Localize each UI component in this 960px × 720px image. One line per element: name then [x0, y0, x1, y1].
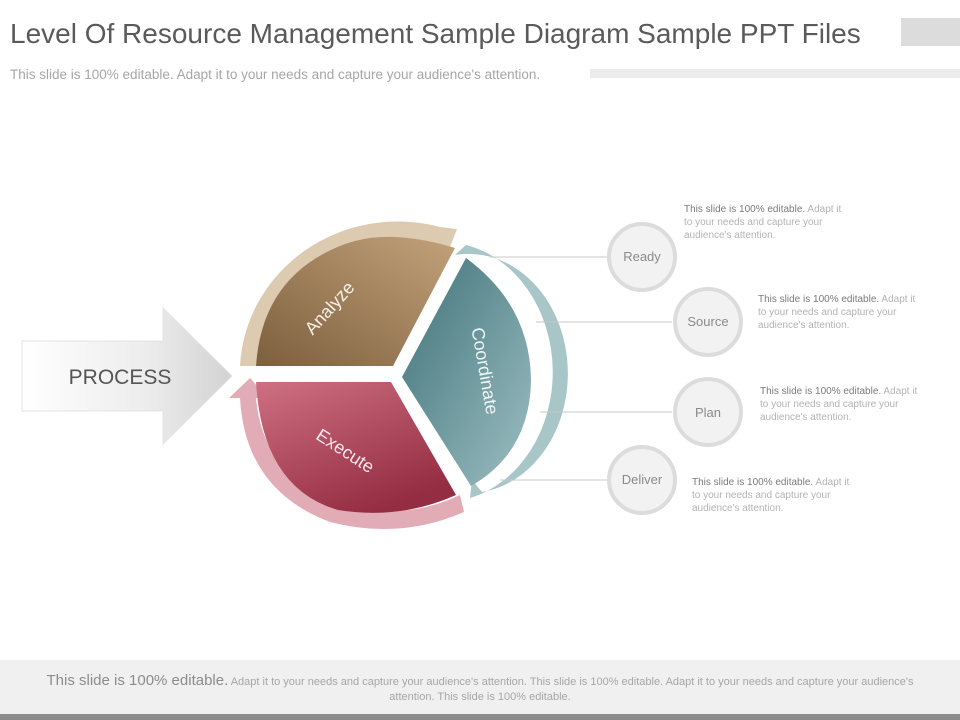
process-label: PROCESS	[69, 366, 172, 389]
coordinate-segment	[402, 258, 531, 486]
source-label: Source	[687, 314, 728, 329]
execute-ring-arrow	[229, 378, 464, 530]
source-description-rest: Adapt it to your needs and capture your …	[758, 294, 916, 331]
plan-label: Plan	[695, 405, 721, 420]
slide-subtitle: This slide is 100% editable. Adapt it to…	[10, 67, 541, 82]
subtitle-accent-bar	[590, 69, 960, 78]
process-arrow	[21, 306, 233, 446]
analyze-ring-arrow	[240, 221, 457, 366]
plan-description: This slide is 100% editable. Adapt it to…	[760, 385, 925, 424]
ready-label: Ready	[623, 249, 661, 264]
ready-description: This slide is 100% editable. Adapt it to…	[684, 203, 849, 242]
deliver-label: Deliver	[622, 472, 663, 487]
plan-description-rest: Adapt it to your needs and capture your …	[760, 386, 918, 423]
ready-circle	[607, 222, 677, 292]
footer-text: This slide is 100% editable. Adapt it to…	[30, 673, 930, 705]
deliver-description-lead: This slide is 100% editable.	[692, 477, 814, 488]
footer-rest: Adapt it to your needs and capture your …	[230, 676, 914, 703]
footer-lead: This slide is 100% editable.	[46, 672, 229, 689]
slide-title: Level Of Resource Management Sample Diag…	[10, 18, 861, 49]
source-circle	[673, 287, 743, 357]
title-accent-bar	[901, 18, 960, 46]
source-description-lead: This slide is 100% editable.	[758, 294, 880, 305]
execute-segment	[256, 382, 456, 513]
analyze-segment	[256, 236, 455, 366]
footer-bottom-bar	[0, 714, 960, 720]
ready-description-lead: This slide is 100% editable.	[684, 204, 806, 215]
ready-description-rest: Adapt it to your needs and capture your …	[684, 204, 842, 241]
coordinate-ring-arrow	[455, 245, 568, 498]
source-description: This slide is 100% editable. Adapt it to…	[758, 293, 923, 332]
plan-description-lead: This slide is 100% editable.	[760, 386, 882, 397]
deliver-description: This slide is 100% editable. Adapt it to…	[692, 476, 857, 515]
deliver-circle	[607, 445, 677, 515]
deliver-description-rest: Adapt it to your needs and capture your …	[692, 477, 850, 514]
plan-circle	[673, 377, 743, 447]
footer-band	[0, 660, 960, 714]
